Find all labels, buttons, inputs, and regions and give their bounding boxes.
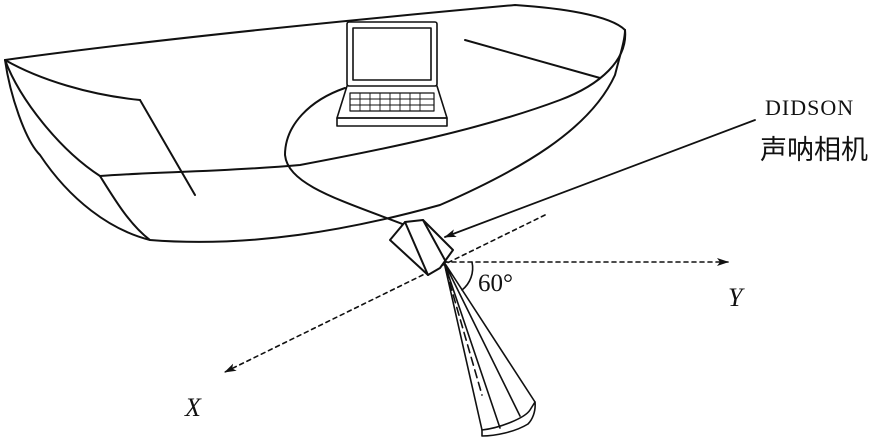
laptop-icon — [336, 21, 448, 127]
device-desc-label: 声呐相机 — [760, 135, 868, 165]
didson-pointer-arrow — [444, 119, 756, 238]
didson-camera-icon — [389, 219, 454, 276]
x-axis-label: X — [185, 393, 201, 422]
x-axis — [224, 214, 546, 373]
angle-arc — [461, 261, 474, 291]
y-axis-label: Y — [728, 283, 743, 312]
sonar-beam — [443, 261, 536, 437]
boat — [4, 4, 627, 243]
cable — [284, 87, 406, 226]
angle-label: 60° — [478, 270, 513, 297]
device-name-label: DIDSON — [765, 95, 855, 120]
